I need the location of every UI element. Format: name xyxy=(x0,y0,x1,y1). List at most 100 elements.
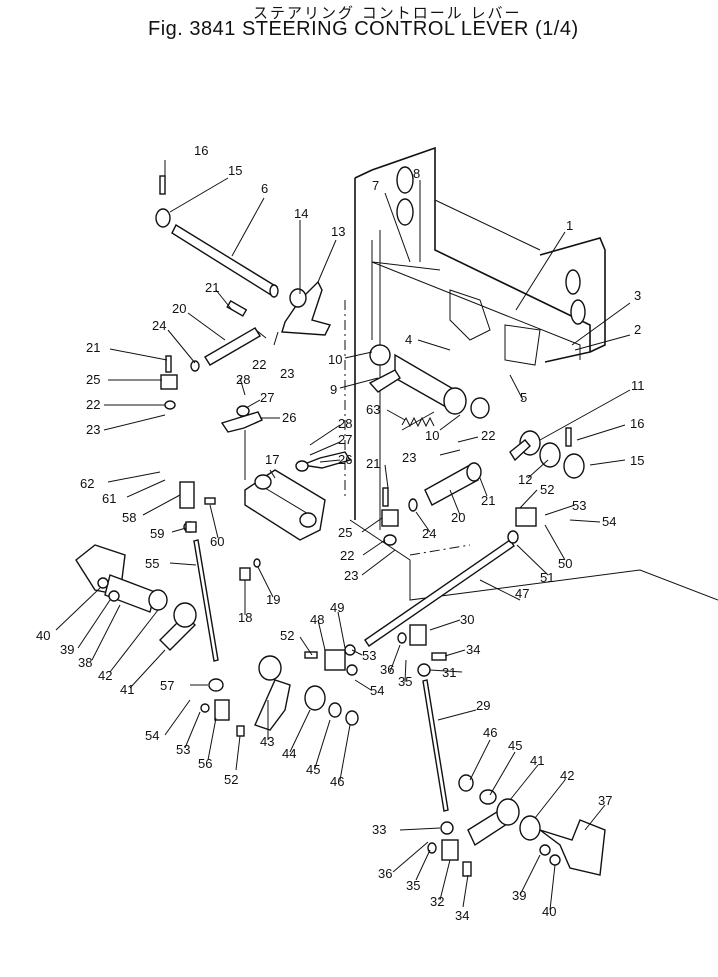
callout-label: 35 xyxy=(406,878,420,893)
main-bracket-frame xyxy=(349,146,718,601)
callout-label: 42 xyxy=(98,668,112,683)
callout-label: 36 xyxy=(380,662,394,677)
callout-label: 3 xyxy=(634,288,641,303)
callout-label: 57 xyxy=(160,678,174,693)
callout-label: 52 xyxy=(280,628,294,643)
callout-label: 28 xyxy=(338,416,352,431)
clevis-58 xyxy=(179,481,216,533)
collar-11-12 xyxy=(509,427,585,479)
callout-label: 34 xyxy=(455,908,469,923)
lever-13 xyxy=(281,280,332,336)
callout-label: 50 xyxy=(558,556,572,571)
lever-41-left xyxy=(159,602,197,651)
callout-label: 10 xyxy=(425,428,439,443)
callout-label: 1 xyxy=(566,218,573,233)
bushing-42-right xyxy=(458,774,541,841)
callout-label: 32 xyxy=(430,894,444,909)
callout-label: 22 xyxy=(481,428,495,443)
callout-label: 21 xyxy=(205,280,219,295)
callout-label: 61 xyxy=(102,491,116,506)
spring-63 xyxy=(401,411,435,431)
link-26-lower xyxy=(295,451,352,472)
callout-label: 53 xyxy=(176,742,190,757)
bracket-17 xyxy=(244,469,326,541)
callout-label: 18 xyxy=(238,610,252,625)
shaft-6 xyxy=(155,175,279,298)
lever-43-left xyxy=(254,655,291,731)
reference-line xyxy=(409,544,471,556)
callout-label: 27 xyxy=(260,390,274,405)
callout-label: 15 xyxy=(630,453,644,468)
rod-20-upper xyxy=(190,299,261,372)
callout-label: 52 xyxy=(224,772,238,787)
leader-lines xyxy=(55,160,631,911)
callout-label: 34 xyxy=(466,642,480,657)
callout-label: 17 xyxy=(265,452,279,467)
rod-47 xyxy=(364,507,537,647)
callout-label: 55 xyxy=(145,556,159,571)
callout-label: 16 xyxy=(194,143,208,158)
callout-label: 29 xyxy=(476,698,490,713)
callout-label: 24 xyxy=(422,526,436,541)
clevis-48 xyxy=(304,644,358,676)
callout-label: 12 xyxy=(518,472,532,487)
callout-label: 54 xyxy=(145,728,159,743)
nut-59 xyxy=(185,521,197,533)
rod-55 xyxy=(193,539,224,692)
callout-label: 51 xyxy=(540,570,554,585)
callout-label: 28 xyxy=(236,372,250,387)
callout-label: 9 xyxy=(330,382,337,397)
bracket-25-left xyxy=(160,355,178,410)
link-26-upper xyxy=(220,405,263,480)
block-25-lower xyxy=(381,487,399,546)
callout-label: 22 xyxy=(86,397,100,412)
callout-label: 6 xyxy=(261,181,268,196)
clevis-56 xyxy=(200,699,245,737)
callout-label: 53 xyxy=(572,498,586,513)
callout-label: 10 xyxy=(328,352,342,367)
callout-label: 58 xyxy=(122,510,136,525)
callout-label: 7 xyxy=(372,178,379,193)
callout-label: 37 xyxy=(598,793,612,808)
callout-label: 23 xyxy=(402,450,416,465)
callout-label: 5 xyxy=(520,390,527,405)
callout-label: 46 xyxy=(483,725,497,740)
callout-label: 59 xyxy=(150,526,164,541)
callout-label: 54 xyxy=(602,514,616,529)
callout-label: 60 xyxy=(210,534,224,549)
callout-label: 25 xyxy=(86,372,100,387)
callout-label: 41 xyxy=(530,753,544,768)
callout-label: 33 xyxy=(372,822,386,837)
callout-label: 62 xyxy=(80,476,94,491)
callout-label: 35 xyxy=(398,674,412,689)
callout-label: 26 xyxy=(338,452,352,467)
callout-label: 45 xyxy=(508,738,522,753)
callout-label: 23 xyxy=(344,568,358,583)
callout-label: 54 xyxy=(370,683,384,698)
callout-label: 14 xyxy=(294,206,308,221)
callout-label: 21 xyxy=(481,493,495,508)
rod-29 xyxy=(422,679,454,835)
callout-label: 26 xyxy=(282,410,296,425)
callout-label: 30 xyxy=(460,612,474,627)
callout-label: 23 xyxy=(280,366,294,381)
figure-title-japanese: ステアリング コントロール レバー xyxy=(253,4,522,22)
clevis-30 xyxy=(397,624,447,677)
callout-label: 27 xyxy=(338,432,352,447)
callout-label: 24 xyxy=(152,318,166,333)
callout-label: 23 xyxy=(86,422,100,437)
callout-label: 42 xyxy=(560,768,574,783)
callout-label: 39 xyxy=(512,888,526,903)
callout-label: 16 xyxy=(630,416,644,431)
callout-label: 19 xyxy=(266,592,280,607)
callout-label: 20 xyxy=(172,301,186,316)
callout-label: 44 xyxy=(282,746,296,761)
callout-label: 13 xyxy=(331,224,345,239)
callout-label: 21 xyxy=(366,456,380,471)
callout-label: 31 xyxy=(442,665,456,680)
callout-label: 63 xyxy=(366,402,380,417)
callout-label: 38 xyxy=(78,655,92,670)
callout-label: 2 xyxy=(634,322,641,337)
callout-label: 48 xyxy=(310,612,324,627)
